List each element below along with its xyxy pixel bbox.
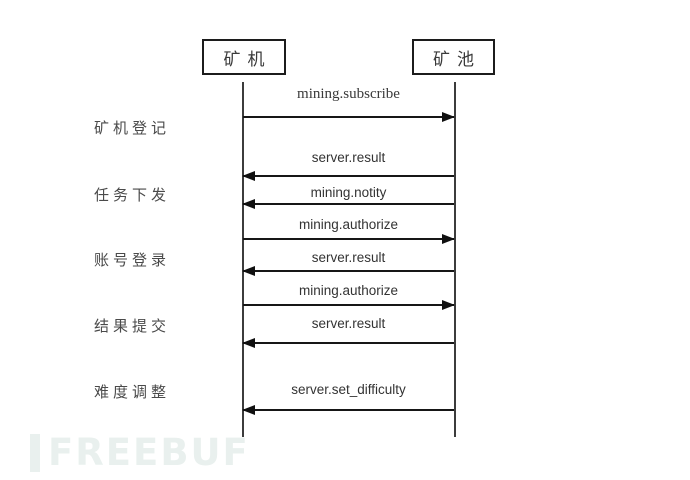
message-label: server.set_difficulty (291, 382, 406, 397)
message-server-set-difficulty: server.set_difficulty (242, 382, 454, 415)
message-line (243, 203, 454, 205)
message-label: server.result (311, 250, 386, 265)
lifeline-miner (242, 82, 244, 437)
message-label: mining.authorize (298, 217, 399, 232)
message-mining-authorize-1: mining.authorize (243, 217, 455, 244)
message-server-result-2: server.result (242, 250, 454, 276)
actor-box-pool: 矿池 (412, 39, 495, 75)
message-mining-authorize-2: mining.authorize (243, 283, 455, 310)
message-line (243, 238, 454, 240)
message-mining-subscribe: mining.subscribe (243, 86, 455, 122)
arrow-right-icon (442, 234, 455, 244)
actor-label-pool: 矿池 (433, 49, 481, 69)
message-line (243, 270, 454, 272)
message-line (243, 175, 454, 177)
phase-label-registration: 矿机登记 (94, 121, 171, 137)
message-line (243, 342, 454, 344)
message-line (243, 116, 454, 118)
message-mining-notity: mining.notity (242, 185, 454, 209)
arrow-right-icon (442, 112, 455, 122)
message-server-result-3: server.result (242, 316, 454, 348)
message-label: server.result (311, 150, 386, 165)
message-label: server.result (311, 316, 386, 331)
phase-label-result-submit: 结果提交 (94, 319, 171, 335)
actor-box-miner: 矿机 (202, 39, 286, 75)
arrow-left-icon (242, 266, 255, 276)
arrow-right-icon (442, 300, 455, 310)
message-line (243, 304, 454, 306)
arrow-left-icon (242, 405, 255, 415)
message-label: mining.authorize (298, 283, 399, 298)
freebuf-watermark: FREEBUF (30, 434, 250, 472)
message-line (243, 409, 454, 411)
arrow-left-icon (242, 338, 255, 348)
message-label: mining.subscribe (297, 86, 400, 102)
watermark-bar-icon (30, 434, 40, 472)
phase-label-difficulty-adjust: 难度调整 (94, 385, 171, 401)
phase-label-task-dispatch: 任务下发 (94, 188, 171, 204)
actor-label-miner: 矿机 (223, 49, 272, 69)
message-server-result-1: server.result (242, 150, 454, 181)
lifeline-pool (454, 82, 456, 437)
message-label: mining.notity (310, 185, 387, 200)
arrow-left-icon (242, 199, 255, 209)
phase-label-account-login: 账号登录 (94, 253, 171, 269)
watermark-text: FREEBUF (48, 431, 250, 474)
arrow-left-icon (242, 171, 255, 181)
